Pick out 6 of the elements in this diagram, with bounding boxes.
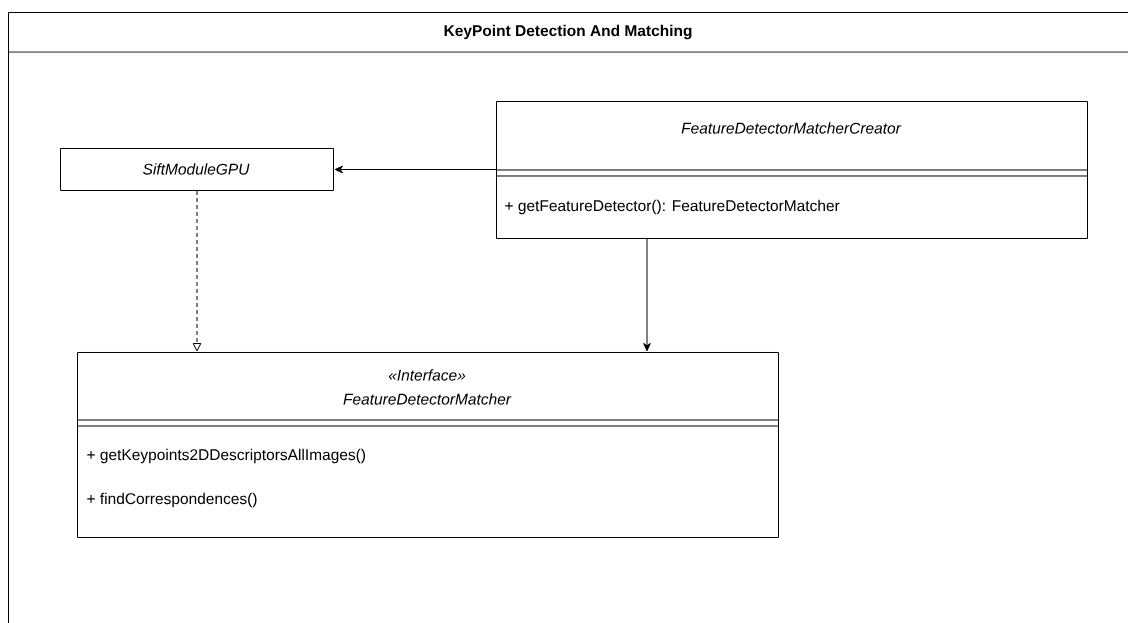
arrow [643,238,651,352]
class-box: SiftModuleGPU [60,148,334,191]
arrow [192,190,202,352]
class-box: FeatureDetectorMatcherCreator + getFeatureDetector(): FeatureDetectorMatcher [495,101,1088,239]
arrow [334,165,497,174]
interface-box: «Interface» FeatureDetectorMatcher + getKeypoints2DDescriptorsAllImages() + findCorrespondences() [76,352,779,538]
